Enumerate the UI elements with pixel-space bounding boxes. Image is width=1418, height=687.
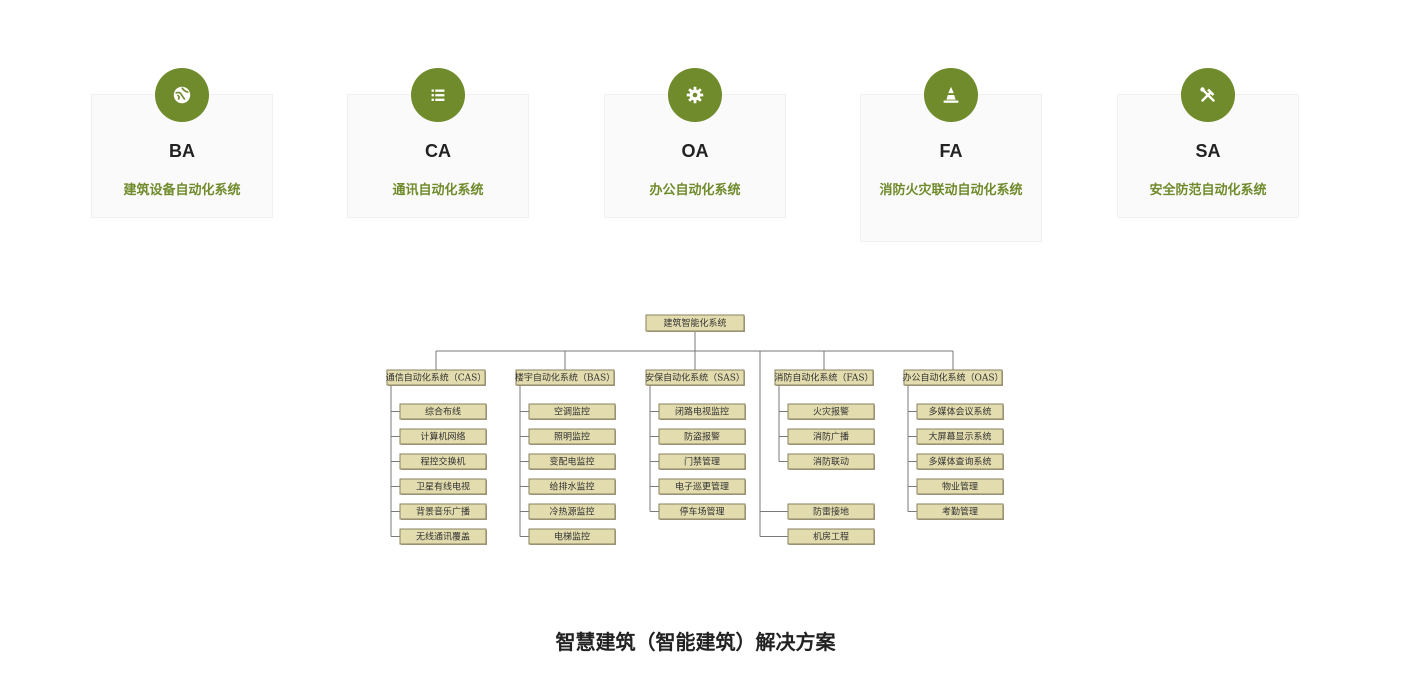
- org-child-node-label: 火灾报警: [813, 406, 849, 418]
- org-child-node-label: 考勤管理: [942, 506, 978, 518]
- org-child-node-label: 电梯监控: [554, 531, 590, 543]
- card-code: CA: [425, 141, 451, 161]
- org-branch-node: [774, 369, 874, 386]
- org-child-node-label: 卫星有线电视: [416, 481, 470, 493]
- feature-card-sa: SA 安全防范自动化系统: [1117, 68, 1299, 218]
- org-child-node-label: 计算机网络: [420, 431, 465, 443]
- org-child-node-label: 程控交换机: [420, 456, 465, 468]
- org-child-node: [916, 453, 1004, 470]
- card-desc: 通讯自动化系统: [392, 183, 484, 198]
- org-branch-node: [515, 369, 615, 386]
- org-child-node: [658, 503, 746, 520]
- org-child-node: [528, 403, 616, 420]
- org-child-node: [528, 478, 616, 495]
- org-child-node-label: 物业管理: [942, 481, 978, 493]
- page-title: 智慧建筑（智能建筑）解决方案: [555, 630, 836, 654]
- org-child-node-label: 防盗报警: [684, 431, 720, 443]
- org-child-node-label: 停车场管理: [679, 506, 724, 518]
- org-extra-node-label: 机房工程: [813, 531, 849, 543]
- org-branch-node: [645, 369, 745, 386]
- org-child-node: [399, 528, 487, 545]
- org-child-node: [787, 453, 875, 470]
- org-child-node: [916, 428, 1004, 445]
- org-child-node: [658, 403, 746, 420]
- feature-card-fa: FA 消防火灾联动自动化系统: [860, 68, 1042, 242]
- org-child-node: [399, 478, 487, 495]
- feature-card-ba: BA 建筑设备自动化系统: [91, 68, 273, 218]
- org-child-node: [399, 403, 487, 420]
- org-child-node-label: 变配电监控: [549, 456, 594, 468]
- org-child-node: [658, 428, 746, 445]
- org-child-node: [916, 503, 1004, 520]
- card-code: FA: [939, 141, 963, 161]
- org-child-node: [528, 503, 616, 520]
- org-child-node-label: 综合布线: [425, 406, 461, 418]
- org-child-node-label: 给排水监控: [549, 481, 594, 493]
- org-child-node-label: 无线通讯覆盖: [416, 531, 470, 543]
- org-child-node: [528, 453, 616, 470]
- org-child-node: [916, 403, 1004, 420]
- org-branch-node-label: 消防自动化系统（FAS）: [774, 372, 873, 384]
- org-child-node: [528, 528, 616, 545]
- org-child-node-label: 空调监控: [554, 406, 590, 418]
- org-child-node-label: 电子巡更管理: [675, 481, 729, 493]
- org-child-node: [528, 428, 616, 445]
- org-child-node-label: 门禁管理: [684, 456, 720, 468]
- org-root-node-label: 建筑智能化系统: [663, 317, 726, 329]
- org-child-node: [399, 503, 487, 520]
- card-desc: 建筑设备自动化系统: [123, 183, 241, 198]
- org-branch-node: [386, 369, 486, 386]
- org-child-node: [399, 428, 487, 445]
- card-desc: 办公自动化系统: [649, 183, 741, 198]
- org-child-node-label: 消防联动: [813, 456, 849, 468]
- card-code: BA: [169, 141, 195, 161]
- org-child-node: [658, 478, 746, 495]
- org-child-node-label: 冷热源监控: [549, 506, 594, 518]
- org-child-node-label: 消防广播: [813, 431, 849, 443]
- org-branch-node-label: 通信自动化系统（CAS）: [386, 372, 487, 384]
- feature-card-oa: OA 办公自动化系统: [604, 68, 786, 218]
- org-child-node-label: 多媒体查询系统: [928, 456, 991, 468]
- org-extra-node: [787, 528, 875, 545]
- org-child-node-label: 多媒体会议系统: [928, 406, 991, 418]
- org-child-node-label: 照明监控: [554, 431, 590, 443]
- feature-card-ca: CA 通讯自动化系统: [347, 68, 529, 218]
- org-branch-node-label: 安保自动化系统（SAS）: [645, 372, 745, 384]
- org-child-node-label: 闭路电视监控: [675, 406, 729, 418]
- org-child-node: [399, 453, 487, 470]
- org-child-node-label: 背景音乐广播: [416, 506, 470, 518]
- tools-icon: [1181, 68, 1235, 122]
- card-code: OA: [681, 141, 709, 161]
- org-extra-node: [787, 503, 875, 520]
- card-code: SA: [1195, 141, 1221, 161]
- org-child-node: [787, 403, 875, 420]
- card-desc: 消防火灾联动自动化系统: [879, 183, 1023, 198]
- gear-icon: [668, 68, 722, 122]
- org-child-node: [916, 478, 1004, 495]
- globe-icon: [155, 68, 209, 122]
- org-root-node: [645, 314, 745, 332]
- org-branch-node-label: 办公自动化系统（OAS）: [902, 372, 1003, 384]
- list-icon: [411, 68, 465, 122]
- org-child-node: [658, 453, 746, 470]
- org-child-node: [787, 428, 875, 445]
- org-branch-node: [903, 369, 1003, 386]
- org-branch-node-label: 楼宇自动化系统（BAS）: [515, 372, 615, 384]
- org-extra-node-label: 防雷接地: [813, 506, 849, 518]
- fire-cone-icon: [924, 68, 978, 122]
- org-child-node-label: 大屏幕显示系统: [928, 431, 991, 443]
- card-desc: 安全防范自动化系统: [1149, 183, 1267, 198]
